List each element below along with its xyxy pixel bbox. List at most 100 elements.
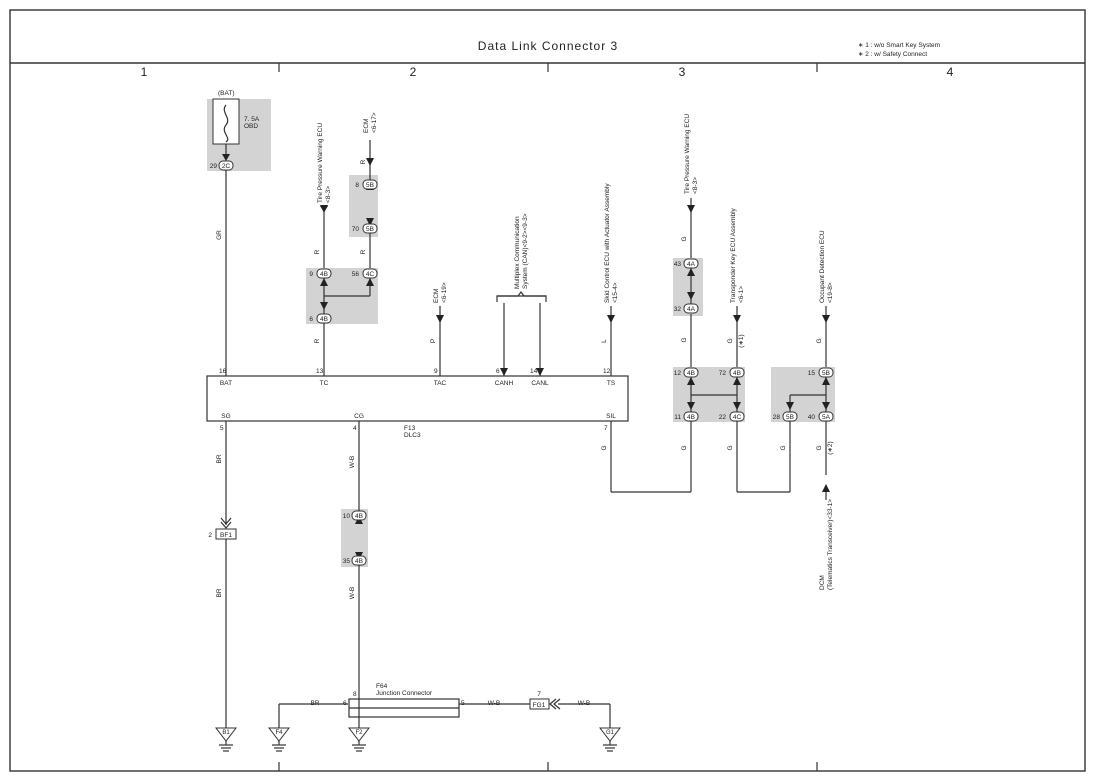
svg-text:TC: TC — [320, 380, 329, 387]
svg-text:5A: 5A — [822, 414, 831, 421]
connector-15-5b: 5B 15 — [808, 367, 834, 378]
connector-12-4b: 4B 12 — [674, 367, 699, 378]
junction-pin-top: 8 — [353, 691, 357, 698]
zone-3: 3 — [679, 65, 686, 79]
svg-text:R: R — [314, 249, 321, 254]
connector-70-5b: 5B 70 — [352, 223, 378, 234]
tpw-left-name: Tire Pressure Warning ECU — [317, 123, 324, 203]
svg-text:4B: 4B — [320, 271, 328, 278]
svg-text:13: 13 — [316, 368, 324, 375]
tpw-left-ref: <8-3> — [325, 186, 332, 203]
component-labels: Tire Pressure Warning ECU <8-3> ECM <6-1… — [317, 112, 834, 590]
ecm-top-ref: <6-17> — [371, 112, 378, 133]
connector-9-4b: 4B 9 — [309, 268, 332, 279]
fg1-chevrons — [549, 698, 561, 710]
svg-text:BR: BR — [310, 700, 319, 707]
svg-text:R: R — [360, 249, 367, 254]
svg-text:12: 12 — [603, 368, 611, 375]
svg-text:15: 15 — [808, 370, 816, 377]
svg-text:5B: 5B — [822, 370, 830, 377]
dlc3-top-pins: 16 BAT 13 TC 9 TAC 6 CANH 14 CANL 12 TS — [219, 368, 616, 387]
connector-22-4c: 4C 22 — [719, 411, 745, 422]
fg1-id: FG1 — [533, 702, 546, 709]
svg-text:GR: GR — [216, 230, 223, 240]
connector-11-4b: 4B 11 — [674, 411, 699, 422]
dlc3-box — [206, 375, 629, 422]
svg-text:G: G — [816, 445, 823, 450]
svg-text:(∗1): (∗1) — [738, 334, 745, 347]
ecm-mid-ref: <6-19> — [441, 282, 448, 303]
junction-pin-left: 6 — [343, 700, 347, 707]
svg-text:6: 6 — [496, 368, 500, 375]
svg-text:BR: BR — [216, 454, 223, 463]
svg-text:11: 11 — [674, 414, 681, 421]
connector-6-4b: 4B 6 — [309, 313, 332, 324]
connector-72-4b: 4B 72 — [719, 367, 745, 378]
transponder-name: Transponder Key ECU Assembly — [730, 207, 737, 303]
connector-8-5b: 5B 8 — [355, 179, 378, 190]
skid-ref: <15-4> — [612, 282, 619, 303]
connector-56-4c: 4C 56 — [352, 268, 378, 279]
ground-g1: G1 — [598, 727, 622, 752]
ground-f2: F2 — [347, 727, 371, 752]
note-2: ∗ 2 : w/ Safety Connect — [858, 51, 927, 58]
can-bracket — [496, 291, 547, 302]
svg-text:(∗2): (∗2) — [827, 441, 834, 454]
connector-32-4a: 4A 32 — [674, 303, 699, 314]
bf1-connector — [215, 528, 237, 540]
diagram-title: Data Link Connector 3 — [478, 39, 618, 53]
svg-text:4B: 4B — [733, 370, 741, 377]
dlc3-sub: DLC3 — [404, 432, 421, 439]
wire-color-labels: GR R R R R P L G G G (∗1) G G G G G G (∗… — [216, 159, 834, 707]
svg-text:4B: 4B — [320, 316, 328, 323]
svg-text:B1: B1 — [222, 730, 230, 736]
svg-text:4A: 4A — [687, 261, 696, 268]
zone-1: 1 — [141, 65, 148, 79]
occupant-ref: <19-8> — [827, 282, 834, 303]
multiplex-name-1: Multiplex Communication — [514, 216, 521, 289]
svg-text:4B: 4B — [687, 414, 695, 421]
svg-text:G: G — [780, 445, 787, 450]
zone-4: 4 — [947, 65, 954, 79]
svg-text:72: 72 — [719, 370, 727, 377]
svg-text:4B: 4B — [687, 370, 695, 377]
svg-text:BR: BR — [216, 588, 223, 597]
svg-text:4: 4 — [353, 425, 357, 432]
svg-text:14: 14 — [530, 368, 538, 375]
junction-sub: Junction Connector — [376, 690, 433, 697]
transponder-ref: <6-1> — [738, 286, 745, 303]
svg-text:G: G — [727, 338, 734, 343]
svg-text:L: L — [601, 339, 608, 343]
bf1-id: BF1 — [220, 532, 232, 539]
svg-text:6: 6 — [309, 316, 313, 323]
ecm-top-name: ECM — [363, 119, 370, 133]
svg-text:70: 70 — [352, 226, 360, 233]
dlc3-name: F13 — [404, 425, 416, 432]
junction-name: F64 — [376, 683, 388, 690]
ecm-mid-name: ECM — [433, 289, 440, 303]
connector-43-4a: 4A 43 — [674, 258, 699, 269]
fg1-pin: 7 — [537, 691, 541, 698]
tpw-right-ref: <8-3> — [692, 177, 699, 194]
svg-text:5: 5 — [220, 425, 224, 432]
svg-text:4A: 4A — [687, 306, 696, 313]
svg-text:F2: F2 — [355, 730, 363, 736]
svg-text:40: 40 — [808, 414, 816, 421]
svg-text:28: 28 — [773, 414, 781, 421]
ground-b1: B1 — [214, 727, 238, 752]
svg-text:SG: SG — [221, 413, 230, 420]
svg-text:G: G — [601, 445, 608, 450]
multiplex-name-2: System (CAN)<9-2><9-3> — [522, 213, 529, 289]
svg-text:TS: TS — [607, 380, 616, 387]
zone-ticks — [278, 63, 818, 771]
svg-text:5B: 5B — [366, 182, 374, 189]
svg-text:W-B: W-B — [349, 587, 356, 600]
svg-text:43: 43 — [674, 261, 682, 268]
svg-text:4C: 4C — [733, 414, 742, 421]
svg-text:8: 8 — [355, 182, 359, 189]
svg-text:32: 32 — [674, 306, 682, 313]
fuse-name: OBD — [244, 123, 258, 130]
svg-text:R: R — [314, 338, 321, 343]
svg-text:G: G — [681, 236, 688, 241]
